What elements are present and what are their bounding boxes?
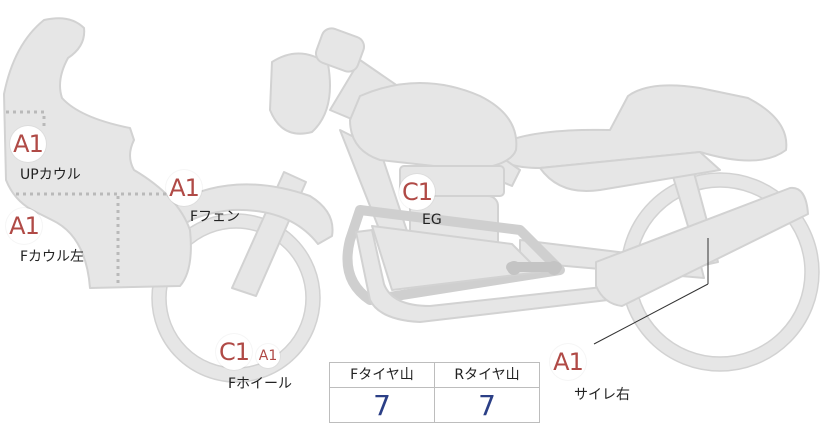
seat [489,84,788,169]
tail-cowl [539,151,721,192]
rear-tire-header: Rタイヤ山 [435,363,539,388]
tire-tread-table: Fタイヤ山 7 Rタイヤ山 7 [329,362,540,423]
f-fender-grade: A1 [166,170,202,206]
f-fender-label: Fフェン [190,209,241,225]
f-cowl-left-label: Fカウル左 [20,249,85,265]
front-cowl [3,17,192,289]
rear-tire-value: 7 [478,389,496,422]
silencer-right-grade: A1 [550,344,586,380]
front-tire-value: 7 [373,389,391,422]
front-tire-header: Fタイヤ山 [330,363,434,388]
front-wheel [152,214,320,382]
engine-grade: C1 [399,174,435,210]
f-cowl-left-grade: A1 [6,208,42,244]
rear-tire-column: Rタイヤ山 7 [434,363,539,422]
f-wheel-grade-2: A1 [256,344,280,368]
engine-label: EG [422,212,442,228]
silencer-right-label: サイレ右 [574,387,630,403]
f-wheel-label: Fホイール [228,376,293,392]
silencer [595,186,809,307]
fuel-tank [349,82,518,171]
up-cowl-label: UPカウル [20,167,81,183]
front-tire-column: Fタイヤ山 7 [330,363,434,422]
up-cowl-grade: A1 [10,126,46,162]
headlight [269,52,331,135]
f-wheel-grade-1: C1 [216,334,252,370]
front-fender [175,183,334,245]
